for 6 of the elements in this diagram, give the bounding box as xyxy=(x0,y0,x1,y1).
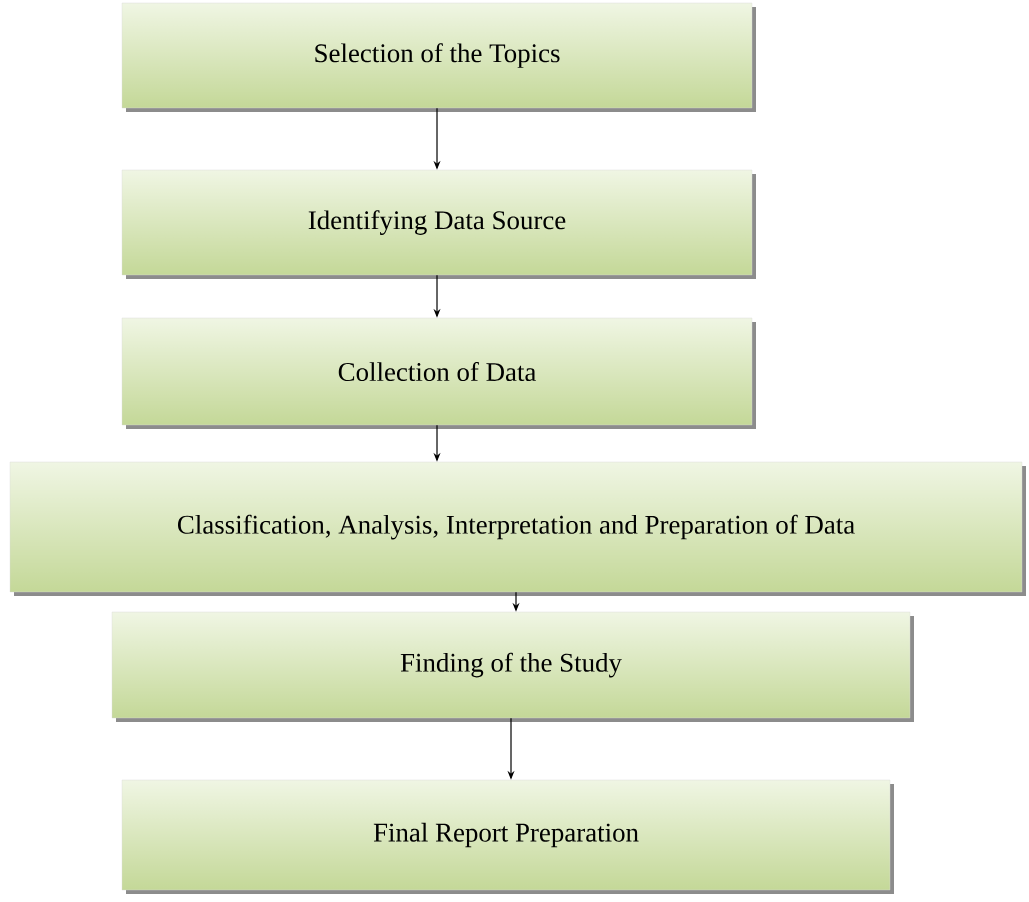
process-box: Finding of the Study xyxy=(111,611,914,722)
process-box: Final Report Preparation xyxy=(121,779,894,894)
process-box: Classification, Analysis, Interpretation and Preparation of Data xyxy=(9,461,1026,596)
process-box: Identifying Data Source xyxy=(121,169,756,279)
process-box: Selection of the Topics xyxy=(121,2,756,112)
process-box: Collection of Data xyxy=(121,317,756,429)
